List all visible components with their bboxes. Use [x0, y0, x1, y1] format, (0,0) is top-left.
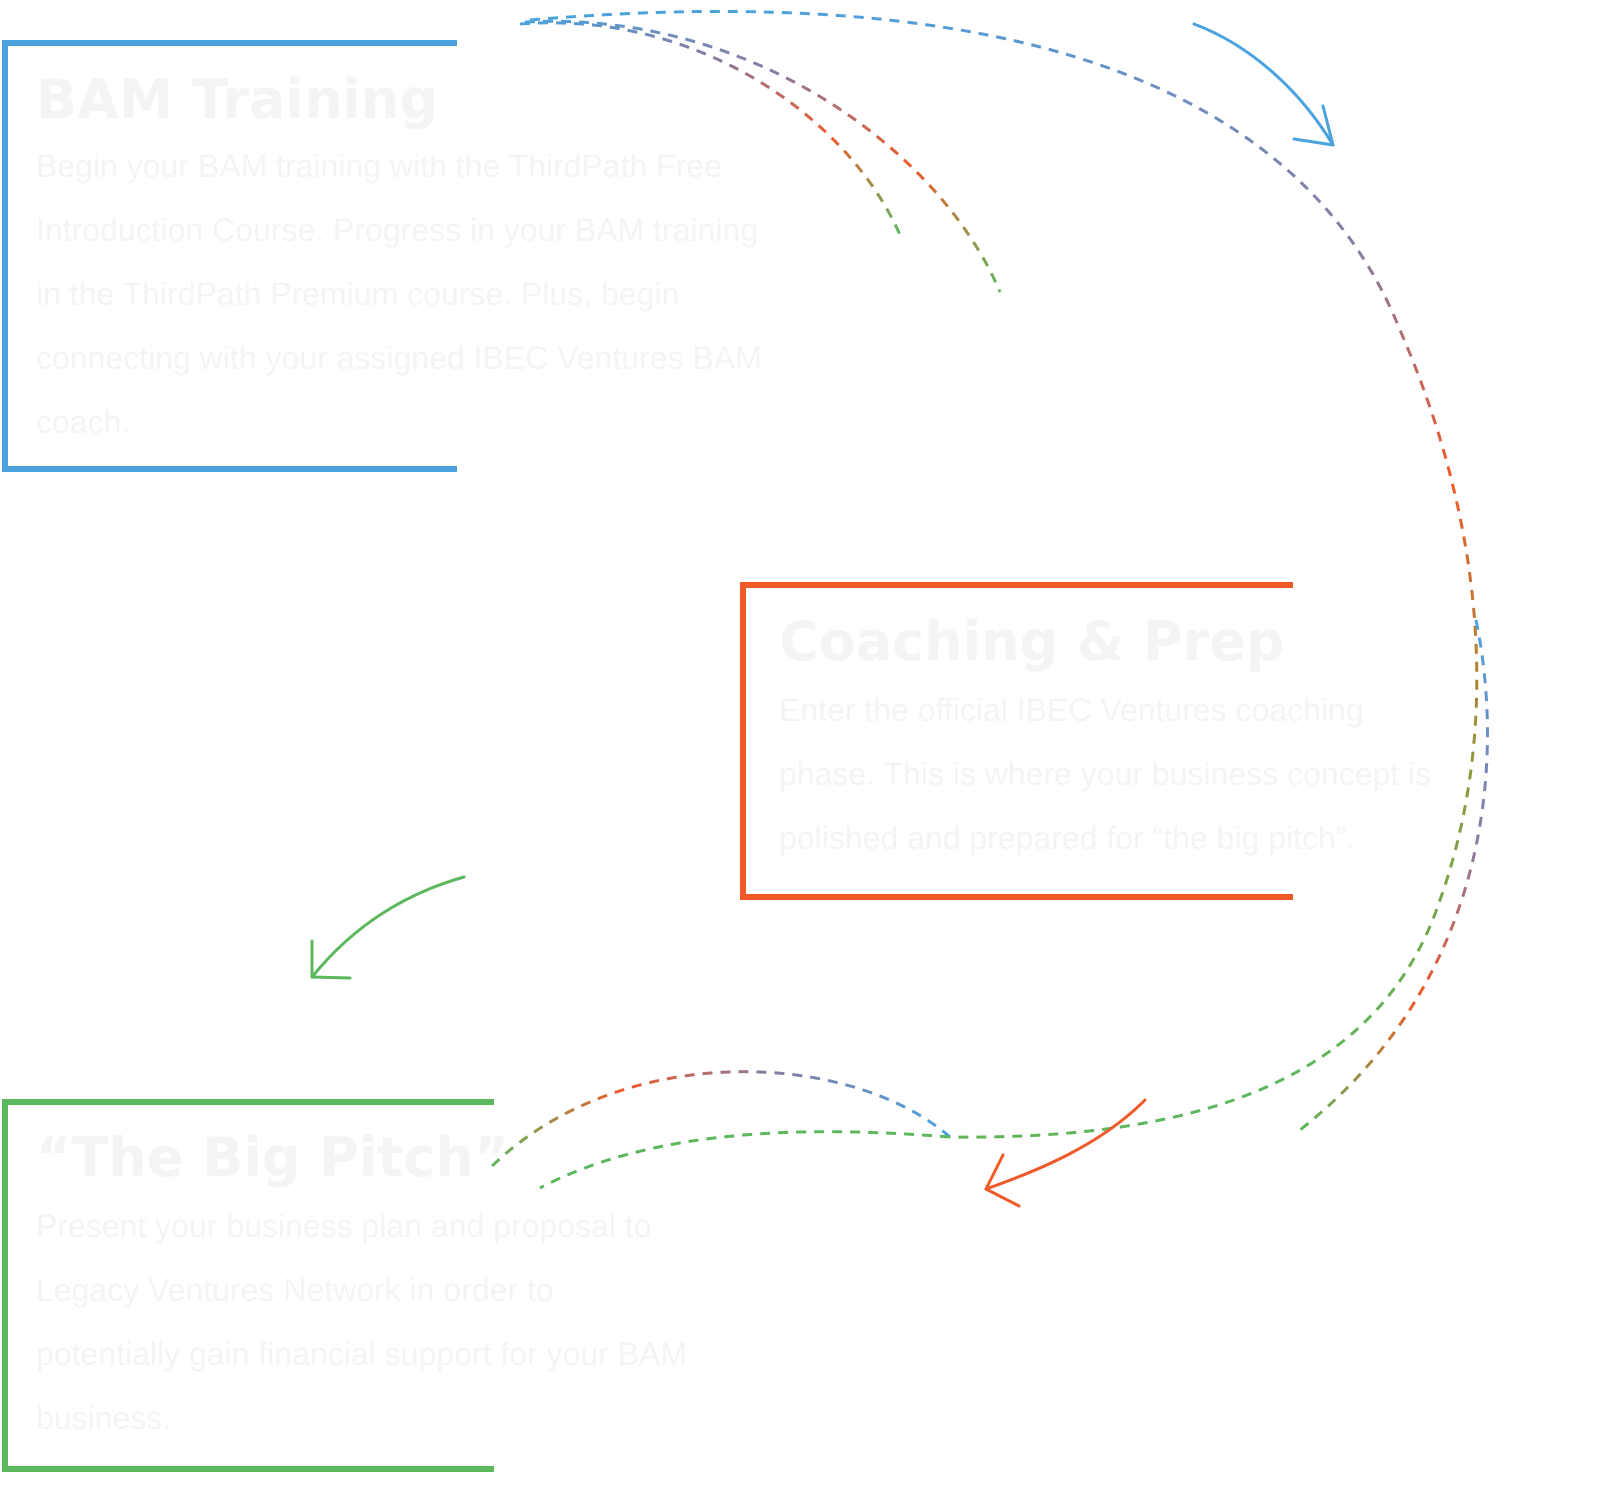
bam-training-step: BAM Training Begin your BAM training wit…: [36, 70, 771, 454]
bam-training-description: Begin your BAM training with the ThirdPa…: [36, 148, 762, 440]
big-pitch-title: “The Big Pitch”: [36, 1126, 510, 1189]
right-dashed-connector: [1299, 619, 1489, 1132]
orange-arrow-icon: [984, 1098, 1147, 1208]
green-arrow-icon: [310, 875, 466, 980]
top-mid-dashed-connector: [524, 19, 1002, 293]
big-pitch-frame: [2, 1099, 494, 1472]
blue-arrow-icon: [1192, 22, 1335, 147]
coaching-prep-title: Coaching & Prep: [779, 610, 1285, 673]
big-pitch-step: “The Big Pitch” Present your business pl…: [36, 1128, 706, 1450]
bam-training-title: BAM Training: [36, 68, 439, 131]
bottom-lower-dashed-connector: [539, 1130, 951, 1190]
bam-training-frame: [2, 40, 457, 472]
bottom-upper-dashed-connector: [488, 1070, 951, 1170]
coaching-prep-frame: [740, 582, 1293, 900]
outer-loop-dashed-connector: [529, 9, 1479, 1139]
coaching-prep-description: Enter the official IBEC Ventures coachin…: [779, 692, 1432, 856]
coaching-prep-step: Coaching & Prep Enter the official IBEC …: [779, 612, 1459, 870]
big-pitch-description: Present your business plan and proposal …: [36, 1208, 688, 1436]
top-short-dashed-connector: [519, 21, 902, 236]
